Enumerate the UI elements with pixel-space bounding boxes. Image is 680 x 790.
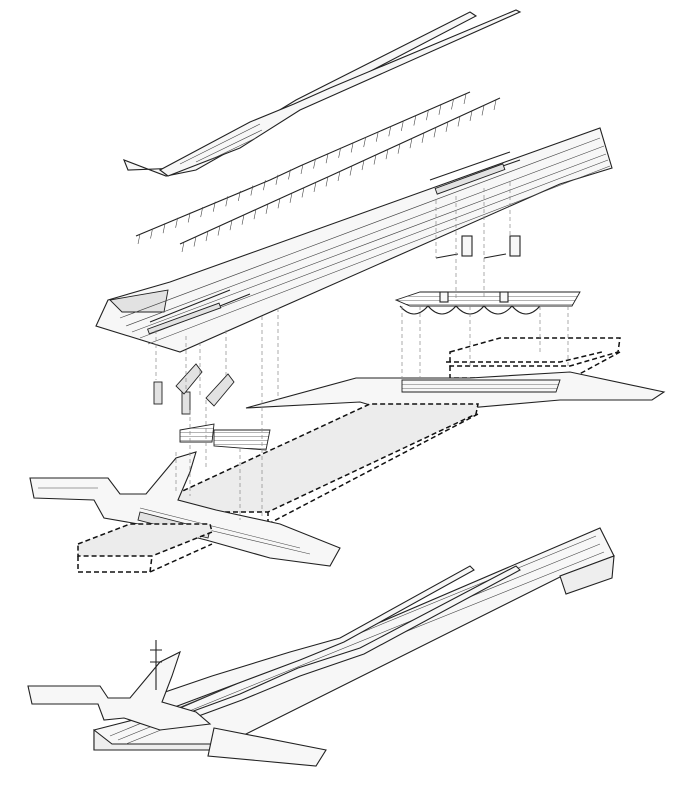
stair-elevator-cores <box>153 363 271 451</box>
canopy-column <box>241 214 245 225</box>
canopy-column <box>238 190 241 201</box>
canopy-column <box>137 233 141 245</box>
canopy-column <box>361 160 365 171</box>
canopy-column <box>451 99 454 110</box>
dashed-volume-lower <box>77 523 213 573</box>
canopy-column <box>265 203 269 214</box>
canopy-column <box>200 207 203 218</box>
canopy-column <box>325 176 329 187</box>
canopy-column <box>401 120 404 131</box>
canopy-column <box>250 185 254 196</box>
canopy-column <box>313 181 317 192</box>
canopy-column <box>275 174 279 185</box>
canopy-roof <box>123 9 522 177</box>
canopy-column <box>217 225 221 236</box>
canopy-column <box>229 220 233 231</box>
canopy-column <box>375 131 379 142</box>
canopy-column <box>187 212 191 223</box>
canopy-column <box>175 217 178 228</box>
elevator-shafts <box>435 235 521 259</box>
canopy-column <box>162 223 166 234</box>
canopy-columns <box>135 91 501 253</box>
canopy-column <box>193 236 197 247</box>
canopy-column <box>263 180 266 191</box>
canopy-column <box>413 115 417 126</box>
canopy-column <box>337 170 341 182</box>
canopy-column <box>277 198 281 209</box>
canopy-column <box>350 142 354 153</box>
canopy-column <box>313 158 316 169</box>
canopy-column <box>373 154 377 165</box>
street-plaza <box>245 371 666 415</box>
platform-bridge <box>394 291 581 315</box>
canopy-column <box>438 104 442 115</box>
canopy-column <box>493 99 497 111</box>
canopy-column <box>457 116 461 127</box>
track-deck <box>95 127 613 353</box>
canopy-column <box>421 132 425 143</box>
canopy-column <box>433 127 437 138</box>
canopy-column <box>481 105 485 116</box>
canopy-column <box>363 137 366 148</box>
canopy-column <box>150 228 153 239</box>
canopy-column <box>349 165 353 176</box>
canopy-column <box>409 138 413 149</box>
canopy-column <box>469 110 473 121</box>
canopy-column <box>212 201 216 212</box>
canopy-column <box>301 187 305 198</box>
canopy-column <box>225 196 229 207</box>
canopy-column <box>289 192 293 203</box>
canopy-column <box>426 110 429 121</box>
canopy-column <box>205 231 209 242</box>
dashed-volume-right <box>446 337 621 379</box>
canopy-column <box>385 149 389 160</box>
dashed-volume-centre <box>175 403 479 525</box>
canopy-column <box>388 126 392 137</box>
canopy-column <box>463 93 467 105</box>
canopy-column <box>253 209 257 220</box>
canopy-column <box>300 163 304 175</box>
canopy-column <box>338 147 341 158</box>
canopy-column <box>397 143 401 154</box>
assembled-station <box>27 527 615 767</box>
canopy-column <box>445 121 449 132</box>
canopy-column <box>325 153 329 164</box>
canopy-column <box>181 241 185 253</box>
canopy-column <box>288 169 291 180</box>
alignment-lines <box>155 182 569 520</box>
